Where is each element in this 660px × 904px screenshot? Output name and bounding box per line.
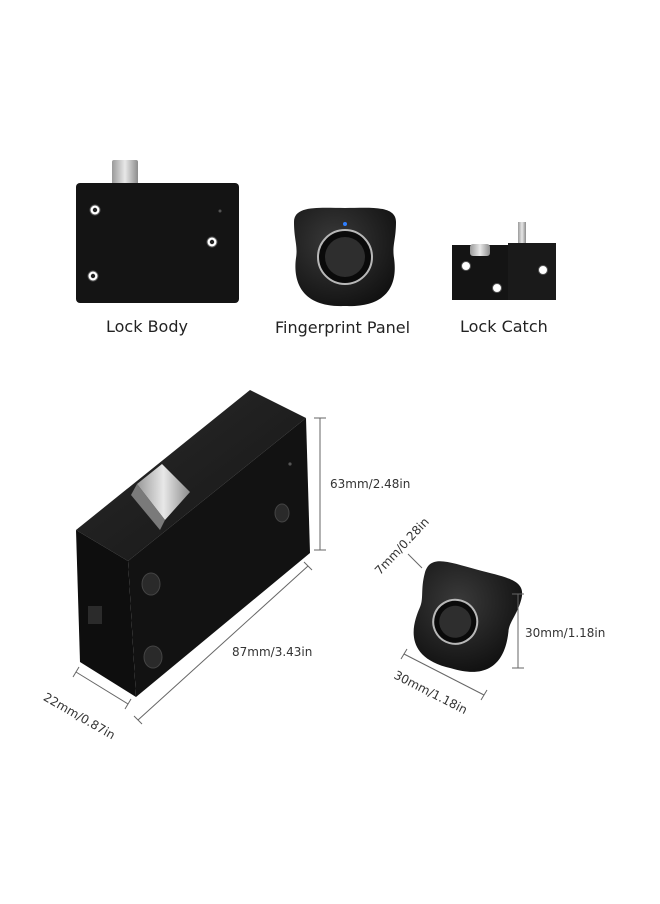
indicator-light-icon bbox=[343, 222, 347, 226]
fingerprint-panel-thumbnail bbox=[294, 207, 396, 307]
lock-catch-label: Lock Catch bbox=[460, 317, 548, 336]
lock-body-thumbnail bbox=[76, 160, 239, 303]
lock-catch-thumbnail bbox=[452, 222, 556, 300]
lock-body-label: Lock Body bbox=[106, 317, 188, 336]
panel-height-dimension: 30mm/1.18in bbox=[525, 626, 606, 640]
body-dimension-lines bbox=[72, 417, 326, 725]
fingerprint-panel-3d bbox=[413, 561, 523, 672]
body-length-dimension: 87mm/3.43in bbox=[232, 645, 313, 659]
panel-dimension-lines bbox=[400, 553, 524, 701]
lock-body-3d bbox=[76, 390, 310, 697]
body-height-dimension: 63mm/2.48in bbox=[330, 477, 411, 491]
fingerprint-panel-label: Fingerprint Panel bbox=[275, 318, 411, 337]
